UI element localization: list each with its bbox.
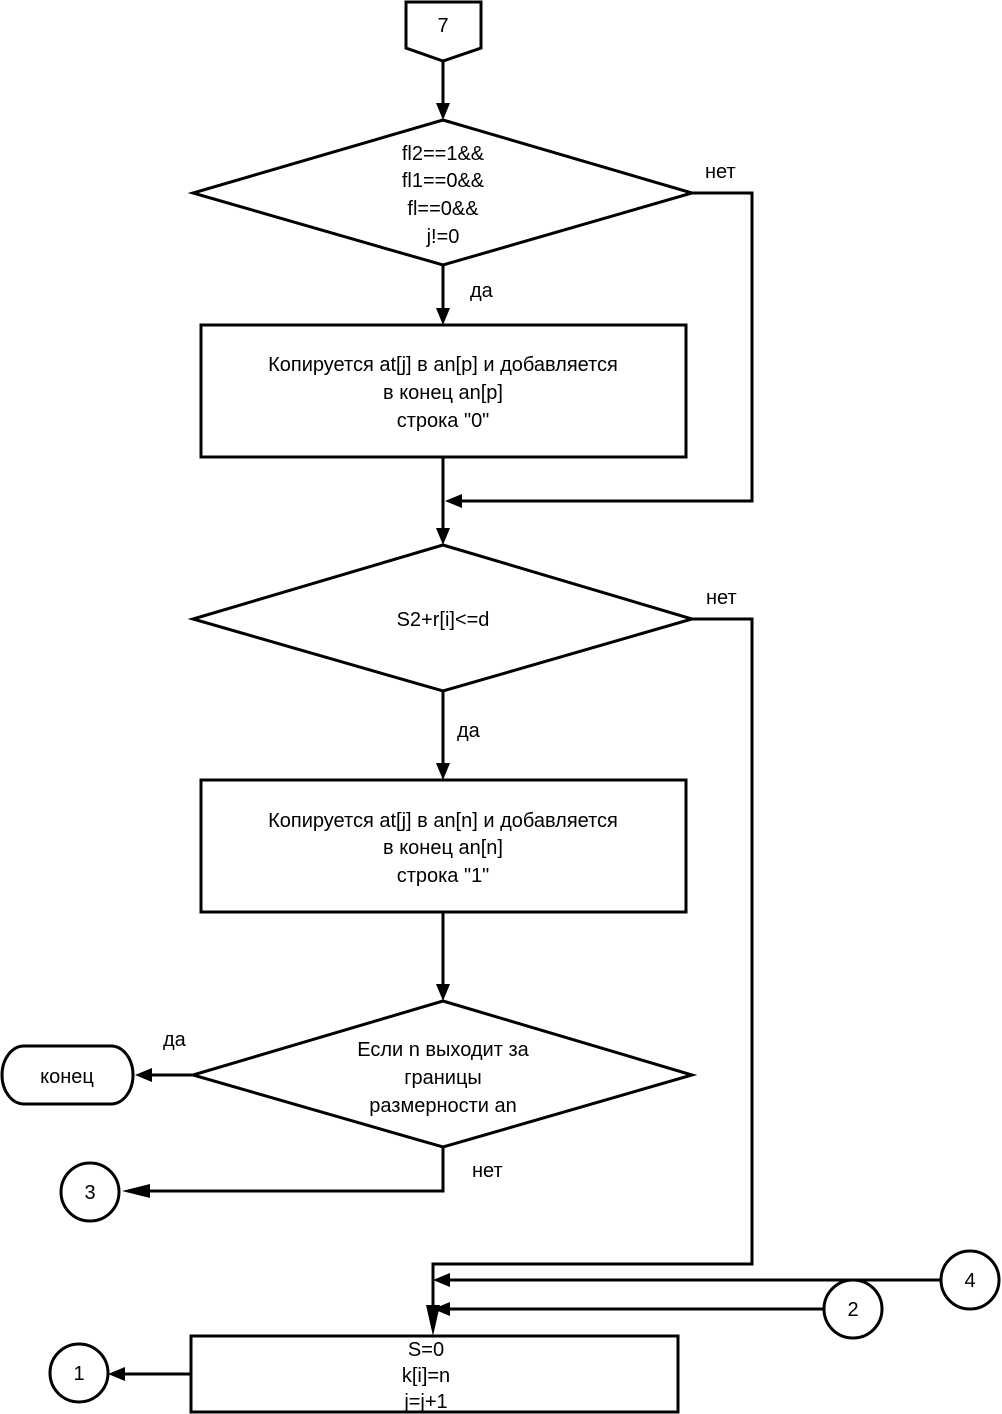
no-label: нет (705, 161, 736, 183)
process-copy-p: Копируется at[j] в an[p] и добавляется в… (199, 323, 688, 459)
decision-sum: S2+r[i]<=d (187, 543, 698, 693)
connector-label: 7 (437, 15, 448, 37)
terminator-label: конец (40, 1066, 94, 1088)
arrow-head (433, 1302, 450, 1316)
process-line: в конец an[p] (383, 382, 503, 404)
decision-line: fl2==1&& (402, 143, 485, 165)
connector-2: 2 (822, 1278, 884, 1340)
process-line: j=j+1 (403, 1391, 447, 1413)
no-label: нет (706, 587, 737, 609)
decision-bounds: Если n выходит за границы размерности an (187, 999, 698, 1149)
process-copy-n: Копируется at[j] в an[n] и добавляется в… (199, 778, 688, 914)
off-page-connector-7: 7 (404, 0, 483, 63)
decision-line: Если n выходит за (357, 1039, 529, 1061)
arrow-head (122, 1184, 150, 1198)
arrow-head (436, 984, 450, 1001)
decision-line: j!=0 (426, 226, 460, 248)
arrow-head (445, 494, 462, 508)
process-reset: S=0 k[i]=n j=j+1 (189, 1334, 680, 1414)
process-line: Копируется at[j] в an[n] и добавляется (268, 810, 618, 832)
process-line: S=0 (408, 1339, 444, 1361)
no-branch-line (462, 191, 754, 503)
connector-label: 3 (84, 1182, 95, 1204)
connector-1: 1 (48, 1342, 110, 1404)
arrow-head (436, 103, 450, 120)
process-line: строка "0" (397, 410, 490, 432)
arrow-head (135, 1068, 152, 1082)
terminator-end: конец (0, 1044, 135, 1106)
yes-label: да (470, 280, 494, 302)
connector-3: 3 (59, 1161, 121, 1223)
process-line: Копируется at[j] в an[p] и добавляется (268, 354, 618, 376)
decision-flags: fl2==1&& fl1==0&& fl==0&& j!=0 (187, 118, 698, 267)
decision-line: размерности an (369, 1095, 517, 1117)
flow-line (150, 1147, 445, 1193)
arrow-head (436, 308, 450, 325)
connector-label: 2 (847, 1299, 858, 1321)
arrow-head (108, 1367, 125, 1381)
yes-label: да (163, 1029, 187, 1051)
connector-label: 1 (73, 1363, 84, 1385)
arrow-head (426, 1305, 440, 1336)
process-line: строка "1" (397, 865, 490, 887)
arrow-head (436, 763, 450, 780)
connector-label: 4 (964, 1270, 975, 1292)
process-line: k[i]=n (402, 1365, 450, 1387)
no-branch-line (431, 617, 754, 1305)
decision-line: S2+r[i]<=d (397, 609, 490, 631)
process-line: в конец an[n] (383, 837, 503, 859)
decision-line: границы (404, 1067, 482, 1089)
arrow-head (433, 1273, 450, 1287)
decision-line: fl1==0&& (402, 170, 485, 192)
yes-label: да (457, 720, 481, 742)
no-label: нет (472, 1160, 503, 1182)
arrow-head (436, 528, 450, 545)
decision-line: fl==0&& (407, 198, 479, 220)
connector-4: 4 (939, 1249, 1001, 1311)
